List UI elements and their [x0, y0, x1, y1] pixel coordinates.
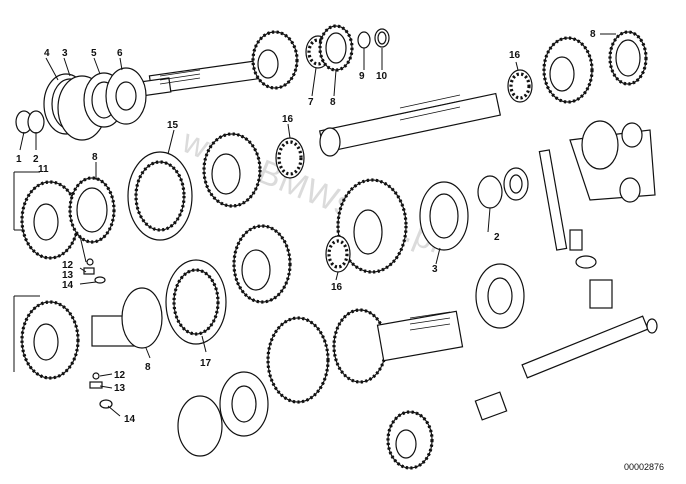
gear-lower-mid	[232, 224, 292, 304]
label-2-right: 2	[494, 232, 500, 243]
label-16-lower: 16	[331, 282, 343, 293]
label-14-upper: 14	[62, 280, 74, 291]
cover-6	[105, 67, 147, 125]
leader-lines	[13, 33, 616, 417]
needle-bearing-16-mid	[275, 137, 305, 179]
countershaft-cluster	[266, 308, 464, 404]
label-14-lower: 14	[124, 414, 136, 425]
snap-ring-9	[357, 31, 371, 49]
washer-bottom	[177, 395, 223, 457]
label-8-lower: 8	[145, 362, 151, 373]
label-13-lower: 13	[114, 383, 126, 394]
reverse-shaft	[521, 315, 658, 379]
detent-parts-upper	[83, 258, 106, 284]
label-1: 1	[16, 154, 22, 165]
shift-sleeve-15	[127, 151, 193, 241]
large-gear-center	[336, 178, 408, 274]
needle-bearing-16-top	[507, 69, 533, 103]
synchro-ring-8-mid	[68, 176, 116, 244]
label-12-lower: 12	[114, 370, 126, 381]
main-shaft	[318, 92, 502, 157]
label-10: 10	[376, 71, 388, 82]
label-8-right: 8	[590, 29, 596, 40]
bearing-cup	[503, 167, 529, 201]
label-8-mid: 8	[92, 152, 98, 163]
label-2-left: 2	[33, 154, 39, 165]
label-15: 15	[167, 120, 179, 131]
input-shaft-gear	[251, 30, 299, 90]
label-16-top: 16	[509, 50, 521, 61]
gear-top-right	[542, 36, 594, 104]
label-7: 7	[308, 97, 314, 108]
reverse-gear	[386, 410, 434, 470]
synchro-hub-lower	[20, 300, 80, 380]
callout-labels: 4 3 5 6 1 2 11 8 15 16 7 8 9 10 16 8 2 3…	[16, 29, 596, 425]
washer-10	[374, 28, 390, 48]
label-9: 9	[359, 71, 365, 82]
spacer-sleeve	[474, 391, 508, 421]
label-6: 6	[117, 48, 123, 59]
output-flange	[569, 120, 656, 203]
ball-bearing-lower-left	[219, 371, 269, 437]
label-13-upper: 13	[62, 270, 74, 281]
label-17: 17	[200, 358, 212, 369]
catalog-number: 00002876	[624, 462, 664, 472]
ball-bearing-3	[419, 181, 469, 251]
ball-bearing-right	[475, 263, 525, 329]
label-4: 4	[44, 48, 50, 59]
collar-8-lower	[91, 287, 163, 349]
synchro-ring-8-right	[608, 30, 648, 86]
synchro-ring-8-top	[318, 24, 354, 72]
label-3-center: 3	[432, 264, 438, 275]
needle-bearing-16-lower	[325, 235, 351, 273]
shift-rod-vertical	[538, 149, 613, 309]
detent-parts-lower	[89, 372, 113, 409]
gear-mid-left	[202, 132, 262, 208]
label-16-mid: 16	[282, 114, 294, 125]
label-12-upper: 12	[62, 260, 74, 271]
washer-2-left	[27, 110, 45, 134]
label-5: 5	[91, 48, 97, 59]
shift-sleeve-17	[165, 259, 227, 345]
label-11: 11	[38, 164, 49, 175]
washer-2-right	[477, 175, 503, 209]
label-8-top: 8	[330, 97, 336, 108]
label-3: 3	[62, 48, 68, 59]
